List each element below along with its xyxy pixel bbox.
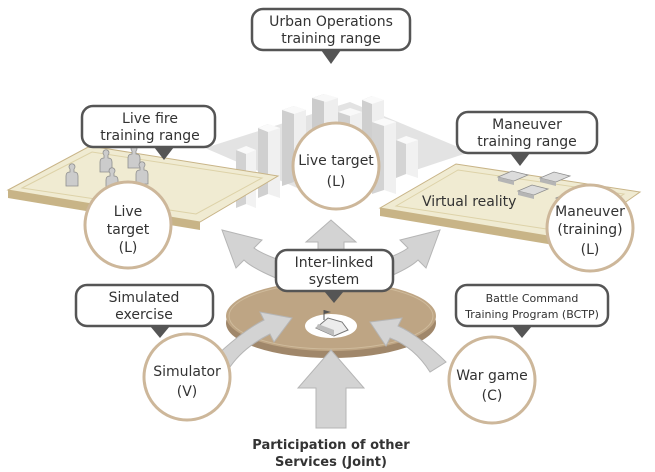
callout-line2: training range — [100, 128, 199, 144]
callout-line2: training range — [477, 134, 576, 150]
node-label-line3: (L) — [119, 240, 138, 256]
callout-line1: Maneuver — [492, 117, 562, 133]
tent-icon — [305, 310, 357, 338]
callout-line2: system — [309, 272, 360, 288]
callout-line2: exercise — [115, 307, 173, 323]
node-simulator: Simulator (V) — [142, 332, 232, 422]
arrow-from-simulator — [211, 311, 293, 371]
callout-line2: Training Program (BCTP) — [464, 308, 599, 321]
node-label-line1: Maneuver — [555, 204, 625, 220]
node-label-line2: target — [107, 222, 150, 238]
callout-line1: Inter-linked — [295, 255, 374, 271]
participation-line1: Participation of other — [252, 438, 410, 453]
callout-line1: Live fire — [122, 111, 178, 127]
participation-caption: Participation of other Services (Joint) — [252, 438, 410, 470]
node-label-line1: Live — [114, 204, 143, 220]
arrow-from-war-game — [369, 317, 447, 373]
node-label-line3: (L) — [581, 242, 600, 258]
node-label-line1: Live target — [298, 153, 374, 169]
node-war-game: War game (C) — [447, 335, 537, 425]
callout-maneuver-range: Maneuver training range — [455, 110, 599, 166]
node-label-line2: (V) — [177, 384, 198, 400]
callout-line2: training range — [281, 31, 380, 47]
callout-inter-linked: Inter-linked system — [274, 248, 395, 303]
arrow-from-joint — [296, 349, 366, 429]
node-label-line2: (C) — [482, 388, 503, 404]
callout-line1: Battle Command — [486, 292, 579, 305]
callout-live-fire: Live fire training range — [80, 104, 217, 160]
callout-line1: Simulated — [109, 290, 180, 306]
node-label-line2: (L) — [327, 174, 346, 190]
callout-urban-operations: Urban Operations training range — [250, 7, 412, 64]
node-label-line1: War game — [456, 368, 527, 384]
callout-bctp: Battle Command Training Program (BCTP) — [454, 283, 610, 338]
participation-line2: Services (Joint) — [275, 455, 387, 470]
node-label-line2: (training) — [557, 222, 622, 238]
node-maneuver: Maneuver (training) (L) — [545, 183, 635, 273]
node-label-line1: Simulator — [153, 364, 221, 380]
virtual-reality-label: Virtual reality — [422, 194, 516, 210]
callout-simulated-exercise: Simulated exercise — [74, 283, 215, 338]
callout-line1: Urban Operations — [269, 14, 393, 30]
node-live-target-left: Live target (L) — [83, 180, 173, 270]
node-live-target-center: Live target (L) — [291, 121, 381, 211]
